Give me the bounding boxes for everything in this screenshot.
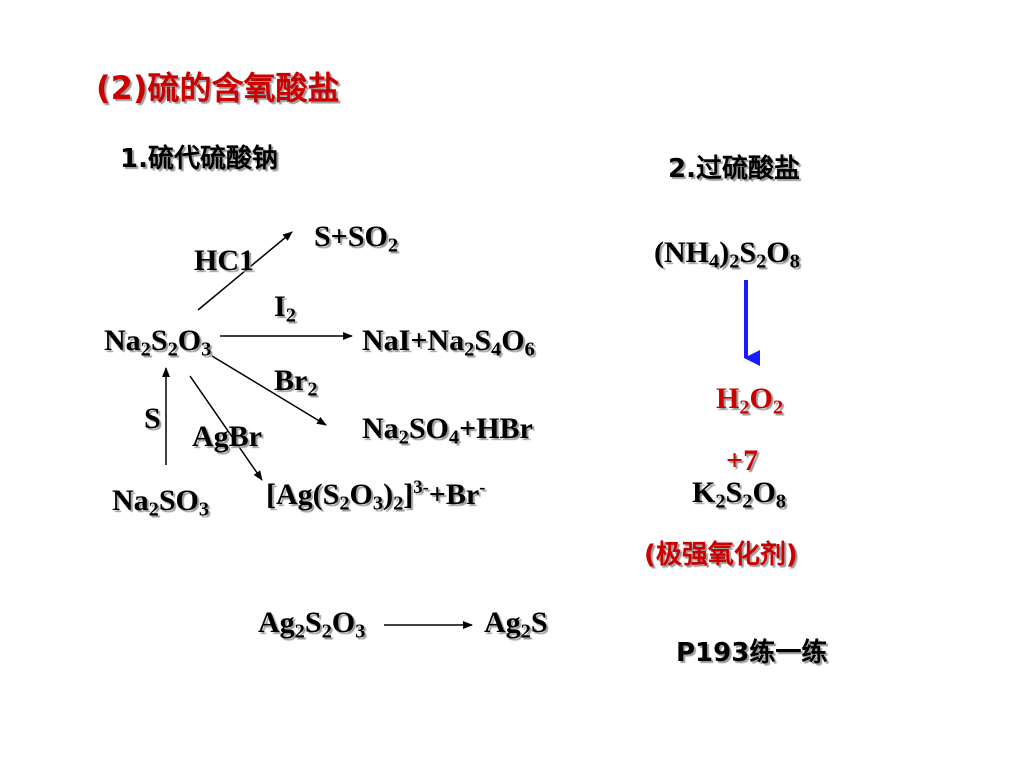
formula-text: O xyxy=(501,324,525,357)
superscript: 3- xyxy=(413,476,429,498)
formula-text: S xyxy=(739,236,757,269)
formula-text: [Ag(S xyxy=(266,478,340,511)
oxidizer-note: (极强氧化剂) xyxy=(644,540,798,570)
formula-text: K xyxy=(692,476,716,509)
subscript: 3 xyxy=(198,498,210,521)
subscript: 4 xyxy=(709,250,720,273)
sodium-thiosulfate: Na2S2O3 xyxy=(104,324,211,360)
br2-product: Na2SO4+HBr xyxy=(362,412,533,448)
formula-text: S xyxy=(304,606,322,639)
formula-text: SO xyxy=(408,412,449,445)
subscript: 2 xyxy=(393,492,404,515)
ammonium-persulfate: (NH4)2S2O8 xyxy=(654,236,800,272)
br2-reagent: Br2 xyxy=(274,364,318,400)
formula-text: S xyxy=(530,606,548,639)
arrow-hcl xyxy=(197,231,293,311)
sodium-sulfite: Na2SO3 xyxy=(112,484,209,520)
subscript: 8 xyxy=(775,490,786,513)
oxidation-state: +7 xyxy=(726,444,759,477)
subscript: 2 xyxy=(167,338,178,361)
subscript: 2 xyxy=(321,620,332,643)
subscript: 2 xyxy=(285,304,296,327)
subscript: 2 xyxy=(387,234,399,257)
silver-thiosulfate: Ag2S2O3 xyxy=(258,606,365,642)
subscript: 2 xyxy=(148,498,159,521)
subscript: 2 xyxy=(339,492,350,515)
subscript: 6 xyxy=(524,338,535,361)
subscript: 2 xyxy=(140,338,151,361)
subscript: 3 xyxy=(355,620,366,643)
formula-text: O xyxy=(349,478,373,511)
formula-text: +HBr xyxy=(459,412,533,445)
subscript: 2 xyxy=(520,620,531,643)
formula-text: ) xyxy=(719,236,730,269)
formula-text: Na xyxy=(362,412,399,445)
formula-text: ] xyxy=(403,478,414,511)
subscript: 2 xyxy=(772,396,784,419)
formula-text: O xyxy=(766,236,790,269)
subscript: 4 xyxy=(448,426,460,449)
i2-product: NaI+Na2S4O6 xyxy=(362,324,535,360)
formula-text: SO xyxy=(158,484,199,517)
subscript: 3 xyxy=(372,492,384,515)
agbr-reagent: AgBr xyxy=(192,420,262,453)
subscript: 2 xyxy=(742,490,753,513)
hcl-reagent: HC1 xyxy=(194,244,254,277)
formula-text: O xyxy=(177,324,202,357)
subscript: 2 xyxy=(294,620,305,643)
hydrogen-peroxide: H2O2 xyxy=(716,382,783,418)
formula-text: O xyxy=(752,476,776,509)
subscript: 2 xyxy=(756,250,767,273)
i2-reagent: I2 xyxy=(274,290,296,326)
formula-text: O xyxy=(749,382,773,415)
silver-sulfide: Ag2S xyxy=(484,606,548,642)
subscript: 4 xyxy=(491,338,502,361)
formula-text: I xyxy=(274,290,286,323)
potassium-persulfate: K2S2O8 xyxy=(692,476,786,512)
subscript: 2 xyxy=(398,426,409,449)
formula-text: Ag xyxy=(484,606,521,639)
formula-text: (NH xyxy=(654,236,709,269)
formula-text: ) xyxy=(383,478,394,511)
exercise-reference: P193练一练 xyxy=(676,638,828,668)
subscript: 2 xyxy=(715,490,726,513)
sulfur-reagent: S xyxy=(144,402,161,435)
formula-text: H xyxy=(716,382,740,415)
subscript: 2 xyxy=(464,338,475,361)
formula-text: S xyxy=(150,324,168,357)
formula-text: Na xyxy=(112,484,149,517)
formula-text: S xyxy=(474,324,491,357)
superscript: - xyxy=(479,476,486,498)
formula-text: +Br xyxy=(428,478,480,511)
formula-text: Ag xyxy=(258,606,295,639)
arrow-agbr xyxy=(189,375,263,481)
subscript: 3 xyxy=(201,338,212,361)
subscript: 2 xyxy=(739,396,750,419)
subscript: 8 xyxy=(789,250,800,273)
subscript: 2 xyxy=(307,378,318,401)
heading-sodium-thiosulfate: 1.硫代硫酸钠 xyxy=(120,144,278,174)
formula-text: NaI+Na xyxy=(362,324,465,357)
arrow-br2 xyxy=(211,355,327,426)
formula-text: S+SO xyxy=(314,220,388,253)
agbr-product: [Ag(S2O3)2]3-+Br- xyxy=(266,476,486,514)
page-title: (2)硫的含氧酸盐 xyxy=(96,69,340,107)
hcl-product: S+SO2 xyxy=(314,220,398,256)
formula-text: S xyxy=(725,476,743,509)
heading-persulfate: 2.过硫酸盐 xyxy=(668,154,800,184)
formula-text: Na xyxy=(104,324,141,357)
formula-text: Br xyxy=(274,364,308,397)
subscript: 2 xyxy=(729,250,740,273)
formula-text: O xyxy=(331,606,356,639)
